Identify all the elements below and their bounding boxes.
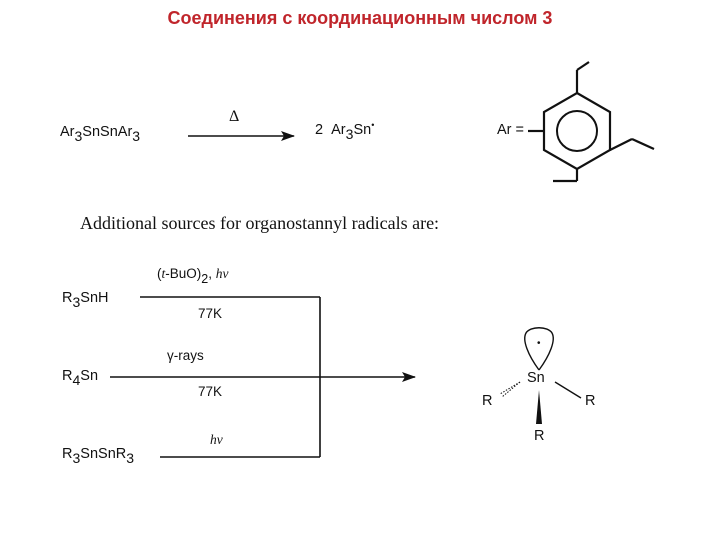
r-bottom-label: R [534,428,545,444]
radical-dot: • [371,120,375,130]
source-sub2: 3 [126,450,135,466]
r-left-label: R [482,393,493,409]
source-mid: SnH [80,290,109,306]
lone-electron-dot: • [537,338,541,349]
product-ar3sn-radical: 2 Ar3Sn• [315,120,375,142]
source-mid: SnSnR [80,446,127,462]
source-r3snsnr3: R3SnSnR3 [62,446,134,465]
product-sn: Sn [353,122,372,138]
slide-title: Соединения с координационным числом 3 [167,8,553,28]
condition-hv: hν [210,432,223,447]
aryl-ring-structure [528,61,655,183]
source-text: R [62,290,73,306]
product-text: Ar [331,122,346,138]
reactant-sub2: 3 [132,128,141,144]
condition-77k-2: 77K [198,384,223,399]
reactant-mid: SnSnAr [82,124,133,140]
ar-definition-label: Ar = [497,122,524,138]
reactant-ar3snsnar3: Ar3SnSnAr3 [60,124,140,143]
source-r3snh: R3SnH [62,290,109,309]
reactant-text: Ar [60,124,75,140]
source-mid: Sn [80,368,99,384]
reactant-sub1: 3 [74,128,83,144]
r-right-label: R [585,393,596,409]
condition-gamma-rays: γ-rays [167,348,204,363]
source-text: R [62,446,73,462]
heat-condition: Δ [229,108,240,125]
cond-comma: , [208,266,212,281]
source-sub: 3 [72,450,81,466]
sn-center-label: Sn [527,370,545,386]
source-r4sn: R4Sn [62,368,99,387]
condition-tbuo-hv: (t-BuO)2, hν [157,266,229,285]
product-coefficient: 2 [315,122,324,138]
cond-paren: ( [157,266,162,281]
source-sub: 3 [72,294,81,310]
condition-77k-1: 77K [198,306,223,321]
source-text: R [62,368,73,384]
source-sub: 4 [72,372,81,388]
product-sub: 3 [345,126,354,142]
cond-hv: hν [215,266,229,281]
sn-radical-structure [499,327,582,424]
cond-t: t [161,266,166,281]
cond-sub: 2 [201,272,209,286]
cond-buo: -BuO) [165,266,202,281]
additional-sources-note: Additional sources for organostannyl rad… [80,213,440,233]
